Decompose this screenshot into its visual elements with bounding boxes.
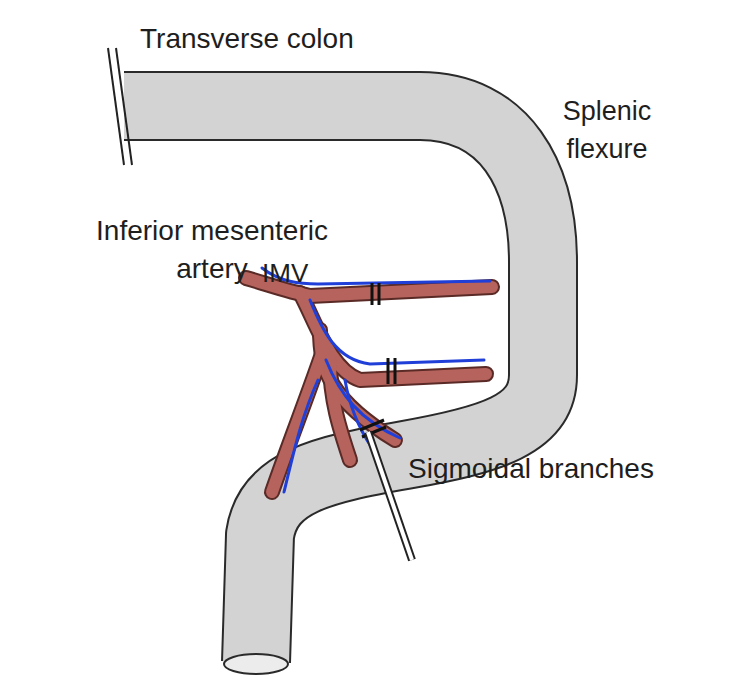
vessel-clip <box>360 283 395 437</box>
cut-line <box>108 48 124 165</box>
vessel-label: Sigmoidal branches <box>408 450 738 488</box>
colon-body <box>112 106 543 662</box>
colon-outline <box>112 106 543 662</box>
colon-lumen <box>224 654 288 674</box>
leader-line <box>368 432 412 560</box>
structure-label: Transverse colon <box>140 20 440 58</box>
leader-line <box>368 432 412 560</box>
structure-label: Splenic flexure <box>532 92 682 168</box>
vessel-label: Inferior mesenteric artery <box>58 212 366 288</box>
cut-line <box>116 48 132 165</box>
vessel-label: IMV <box>262 254 342 292</box>
